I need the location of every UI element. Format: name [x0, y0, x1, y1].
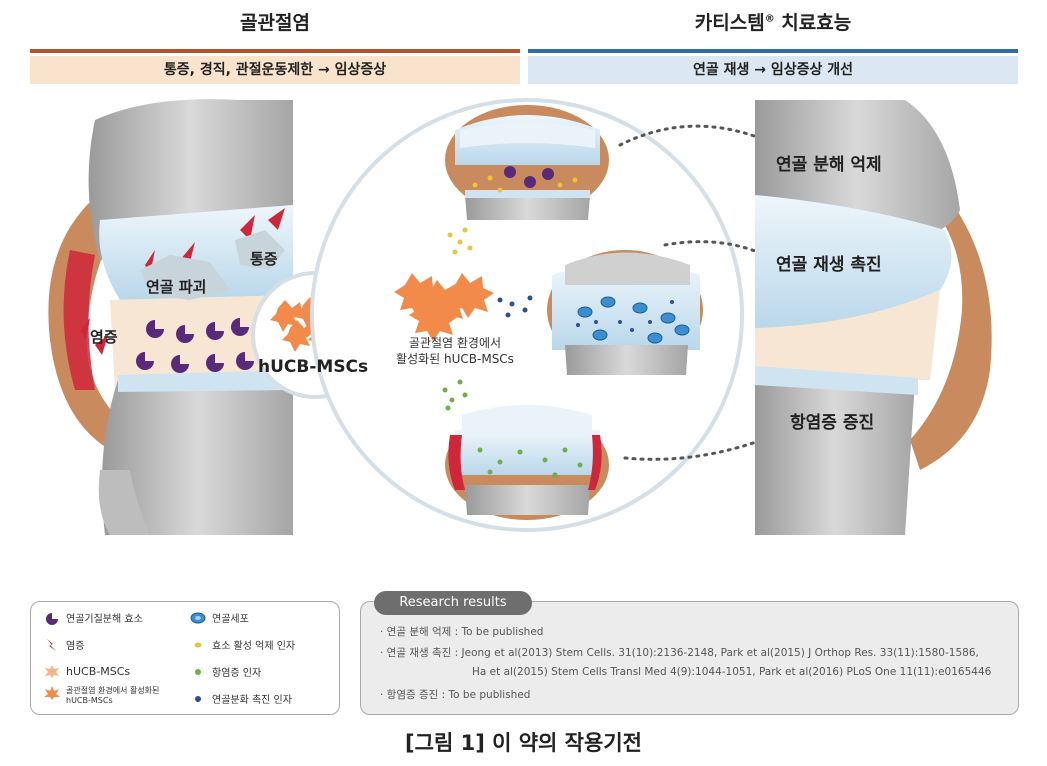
differentiation-factor-icon: [195, 695, 201, 702]
inhibitor-factor-icon: [194, 642, 202, 647]
right-title-tail: 치료효능: [774, 12, 852, 34]
label-inflammation: 염증: [90, 328, 118, 346]
legend-label: 염증: [66, 641, 85, 652]
right-title-main: 카티스템: [694, 12, 765, 34]
left-title-bar: [30, 49, 520, 53]
activated-mscs-icon: [44, 686, 60, 700]
legend-item-inhibitor: 효소 활성 억제 인자: [190, 637, 295, 652]
antiinflammatory-factor-icon: [195, 668, 201, 675]
hucb-mscs-icon: [45, 665, 59, 678]
legend-label: 효소 활성 억제 인자: [212, 641, 296, 652]
legend-label-line2: hUCB-MSCs: [66, 696, 113, 705]
osteoarthritis-joint: [48, 99, 293, 535]
right-title: 카티스템® 치료효능: [528, 8, 1018, 35]
inset-suppression: [445, 105, 609, 220]
left-title: 골관절염: [240, 12, 310, 34]
label-suppress-degradation: 연골 분해 억제: [776, 155, 882, 175]
research-line: · 항염증 증진 : To be published: [380, 689, 531, 701]
treated-joint: [755, 100, 992, 535]
legend-item-chondrocyte: 연골세포: [190, 610, 249, 625]
legend-item-antiinflammatory: 항염증 인자: [190, 664, 261, 679]
research-line: Ha et al(2015) Stem Cells Transl Med 4(9…: [472, 666, 992, 678]
research-results-tab: Research results: [374, 591, 532, 615]
enzyme-icon: [46, 612, 58, 625]
activated-line1: 골관절염 환경에서: [408, 336, 502, 350]
legend-label-activated: 골관절염 환경에서 활성화된 hUCB-MSCs: [66, 686, 159, 706]
legend-label-line1: 골관절염 환경에서 활성화된: [66, 686, 160, 695]
research-line: · 연골 분해 억제 : To be published: [380, 626, 544, 638]
legend-label: hUCB-MSCs: [66, 664, 131, 678]
legend-item-differentiation: 연골분화 촉진 인자: [190, 691, 292, 706]
label-hucb-mscs: hUCB-MSCs: [258, 357, 369, 377]
chondrocyte-icon: [190, 612, 206, 623]
legend-label: 연골기질분해 효소: [66, 614, 143, 625]
inset-antiinflammatory: [445, 405, 609, 520]
legend-item-enzyme: 연골기질분해 효소: [44, 610, 143, 625]
label-cartilage-destruction: 연골 파괴: [146, 278, 207, 296]
right-title-mark: ®: [764, 13, 775, 25]
label-promote-regeneration: 연골 재생 촉진: [776, 255, 882, 275]
research-line: · 연골 재생 촉진 : Jeong et al(2013) Stem Cell…: [380, 647, 979, 659]
label-pain: 통증: [250, 250, 278, 268]
right-title-bar: [528, 49, 1018, 53]
label-enhance-antiinflammation: 항염증 증진: [790, 413, 875, 433]
right-band: 연골 재생 → 임상증상 개선: [528, 56, 1018, 84]
legend-item-activated-mscs: 골관절염 환경에서 활성화된 hUCB-MSCs: [44, 686, 159, 706]
legend-box: [30, 601, 340, 715]
center-mechanism-circle: [310, 98, 744, 532]
left-band: 통증, 경직, 관절운동제한 → 임상증상: [30, 56, 520, 84]
legend-item-hucb-mscs: hUCB-MSCs: [44, 664, 130, 678]
research-results-box: [360, 601, 1019, 715]
legend-label: 연골분화 촉진 인자: [212, 695, 292, 706]
mechanism-illustration: [48, 98, 992, 535]
inflammation-icon: [47, 638, 56, 651]
activated-mscs-cluster: [394, 273, 494, 341]
label-activated-mscs: 골관절염 환경에서 활성화된 hUCB-MSCs: [375, 335, 535, 367]
activated-line2: 활성화된 hUCB-MSCs: [396, 352, 514, 366]
legend-label: 항염증 인자: [212, 668, 262, 679]
legend-item-inflammation: 염증: [44, 637, 84, 652]
legend-label: 연골세포: [212, 614, 249, 625]
inset-regeneration: [547, 250, 703, 375]
figure-caption: [그림 1] 이 약의 작용기전: [405, 731, 642, 755]
